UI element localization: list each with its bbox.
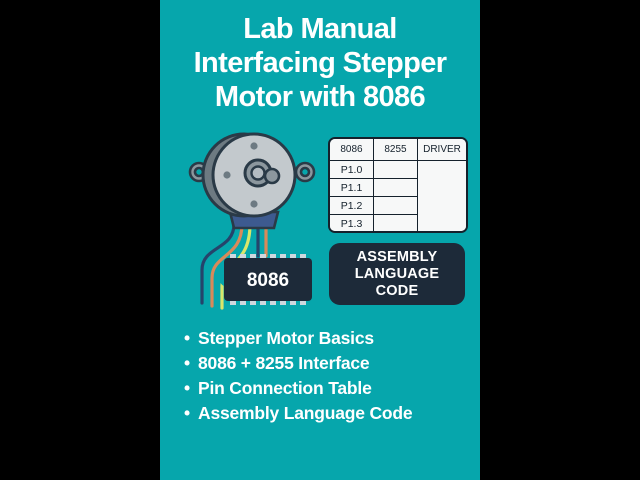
table-row: P1.1: [330, 178, 466, 197]
cell-pin-0: P1.0: [330, 160, 374, 179]
table-row: P1.3: [330, 214, 466, 231]
chip-notch-icon: [219, 273, 224, 286]
assembly-code-badge: ASSEMBLY LANGUAGE CODE: [329, 243, 465, 305]
list-item: • Stepper Motor Basics: [184, 326, 480, 351]
title-line-1: Lab Manual: [243, 13, 397, 45]
bullet-label-2: Pin Connection Table: [198, 378, 372, 398]
motor-screw-top-icon: [250, 142, 258, 150]
table-header-8086: 8086: [330, 139, 374, 161]
chip-pins-top: [230, 254, 306, 259]
bullet-label-0: Stepper Motor Basics: [198, 328, 374, 348]
table-header-driver: DRIVER: [417, 139, 466, 161]
title-line-2: Interfacing Stepper: [193, 47, 447, 79]
chip-label: 8086: [247, 270, 289, 291]
letterbox-right: [480, 0, 640, 480]
topic-bullet-list: • Stepper Motor Basics • 8086 + 8255 Int…: [184, 326, 480, 426]
stepper-motor-illustration: 8086: [188, 132, 316, 310]
cell-pin-3: P1.3: [330, 214, 374, 231]
cell-pin-2: P1.2: [330, 196, 374, 215]
bullet-marker-icon: •: [184, 378, 190, 398]
page-title: Lab Manual Interfacing Stepper Motor wit…: [160, 12, 480, 114]
cell-8255-2: [373, 196, 418, 215]
assembly-line-1: ASSEMBLY: [356, 248, 438, 265]
pin-connection-table: 8086 8255 DRIVER P1.0 P1.1: [328, 137, 468, 233]
title-line-3: Motor with 8086: [214, 81, 426, 113]
list-item: • Assembly Language Code: [184, 401, 480, 426]
bullet-marker-icon: •: [184, 328, 190, 348]
poster-panel: Lab Manual Interfacing Stepper Motor wit…: [160, 0, 480, 480]
bullet-marker-icon: •: [184, 353, 190, 373]
chip-pins-bottom: [230, 300, 306, 305]
ic-chip-8086: 8086: [219, 254, 312, 305]
bullet-marker-icon: •: [184, 403, 190, 423]
motor-shaft-icon: [263, 167, 281, 185]
wire-orange-icon: [210, 222, 244, 308]
motor-hub-inner: [250, 165, 266, 181]
motor-screw-left-icon: [223, 171, 231, 179]
table-row: P1.0: [330, 160, 466, 231]
cell-pin-1: P1.1: [330, 178, 374, 197]
table-header-row: 8086 8255 DRIVER: [330, 139, 466, 161]
chip-body: [224, 258, 312, 301]
assembly-code-label: ASSEMBLY LANGUAGE CODE: [355, 249, 440, 300]
cell-driver-merged: [417, 160, 466, 231]
wire-navy-icon: [200, 222, 236, 305]
assembly-line-2: LANGUAGE: [354, 265, 440, 282]
mount-hole-right-icon: [299, 166, 311, 178]
cell-8255-3: [373, 214, 418, 231]
bullet-label-3: Assembly Language Code: [198, 403, 413, 423]
motor-screw-bottom-icon: [250, 200, 258, 208]
bullet-label-1: 8086 + 8255 Interface: [198, 353, 370, 373]
table-header-8255: 8255: [373, 139, 418, 161]
letterbox-left: [0, 0, 160, 480]
list-item: • Pin Connection Table: [184, 376, 480, 401]
cell-8255-1: [373, 178, 418, 197]
table-row: P1.2: [330, 196, 466, 215]
cell-8255-0: [373, 160, 418, 179]
list-item: • 8086 + 8255 Interface: [184, 351, 480, 376]
assembly-line-3: CODE: [375, 282, 419, 299]
